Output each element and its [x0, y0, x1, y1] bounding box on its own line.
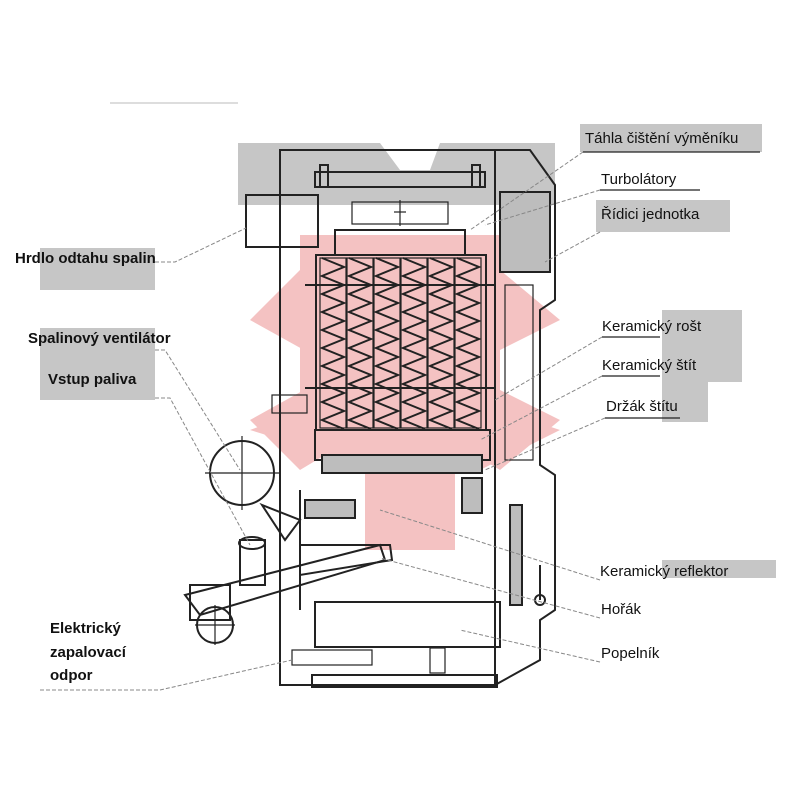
exchanger-tube	[427, 257, 455, 429]
turbulator-spiral	[373, 257, 401, 430]
leader-lines	[40, 151, 760, 691]
exchanger-tube	[400, 257, 428, 429]
label-turbulators: Turbolátory	[601, 171, 677, 188]
label-ceramic-reflector: Keramický reflektor	[600, 563, 728, 580]
exchanger-tube	[454, 257, 482, 429]
exchanger-tube	[319, 257, 347, 429]
label-igniter-line1: Elektrický	[50, 620, 122, 637]
exchanger-tube	[346, 257, 374, 429]
label-igniter-line3: odpor	[50, 667, 93, 684]
pink-highlight	[250, 235, 560, 550]
label-ceramic-shield: Keramický štít	[602, 357, 697, 374]
label-backgrounds	[40, 102, 776, 578]
label-ceramic-grate: Keramický rošt	[602, 318, 702, 335]
turbulator-spiral	[319, 257, 347, 430]
turbulator-spiral	[454, 257, 482, 430]
label-flue-outlet: Hrdlo odtahu spalin	[15, 250, 156, 267]
turbulator-spiral	[400, 257, 428, 430]
label-fuel-inlet: Vstup paliva	[48, 371, 137, 388]
heat-exchanger-turbulators	[319, 257, 482, 430]
turbulator-spiral	[427, 257, 455, 430]
label-shield-holder: Držák štítu	[606, 398, 678, 415]
labels: Táhla čištění výměníku Turbolátory Řídic…	[15, 130, 738, 684]
exchanger-tube	[373, 257, 401, 429]
boiler-body	[183, 149, 556, 688]
label-burner: Hořák	[601, 601, 642, 618]
label-control-unit: Řídici jednotka	[601, 206, 700, 223]
label-ash-pan: Popelník	[601, 645, 660, 662]
turbulator-spiral	[346, 257, 374, 430]
label-flue-fan: Spalinový ventilátor	[28, 330, 171, 347]
label-igniter-line2: zapalovací	[50, 644, 127, 661]
label-cleaning-rods: Táhla čištění výměníku	[585, 130, 738, 147]
